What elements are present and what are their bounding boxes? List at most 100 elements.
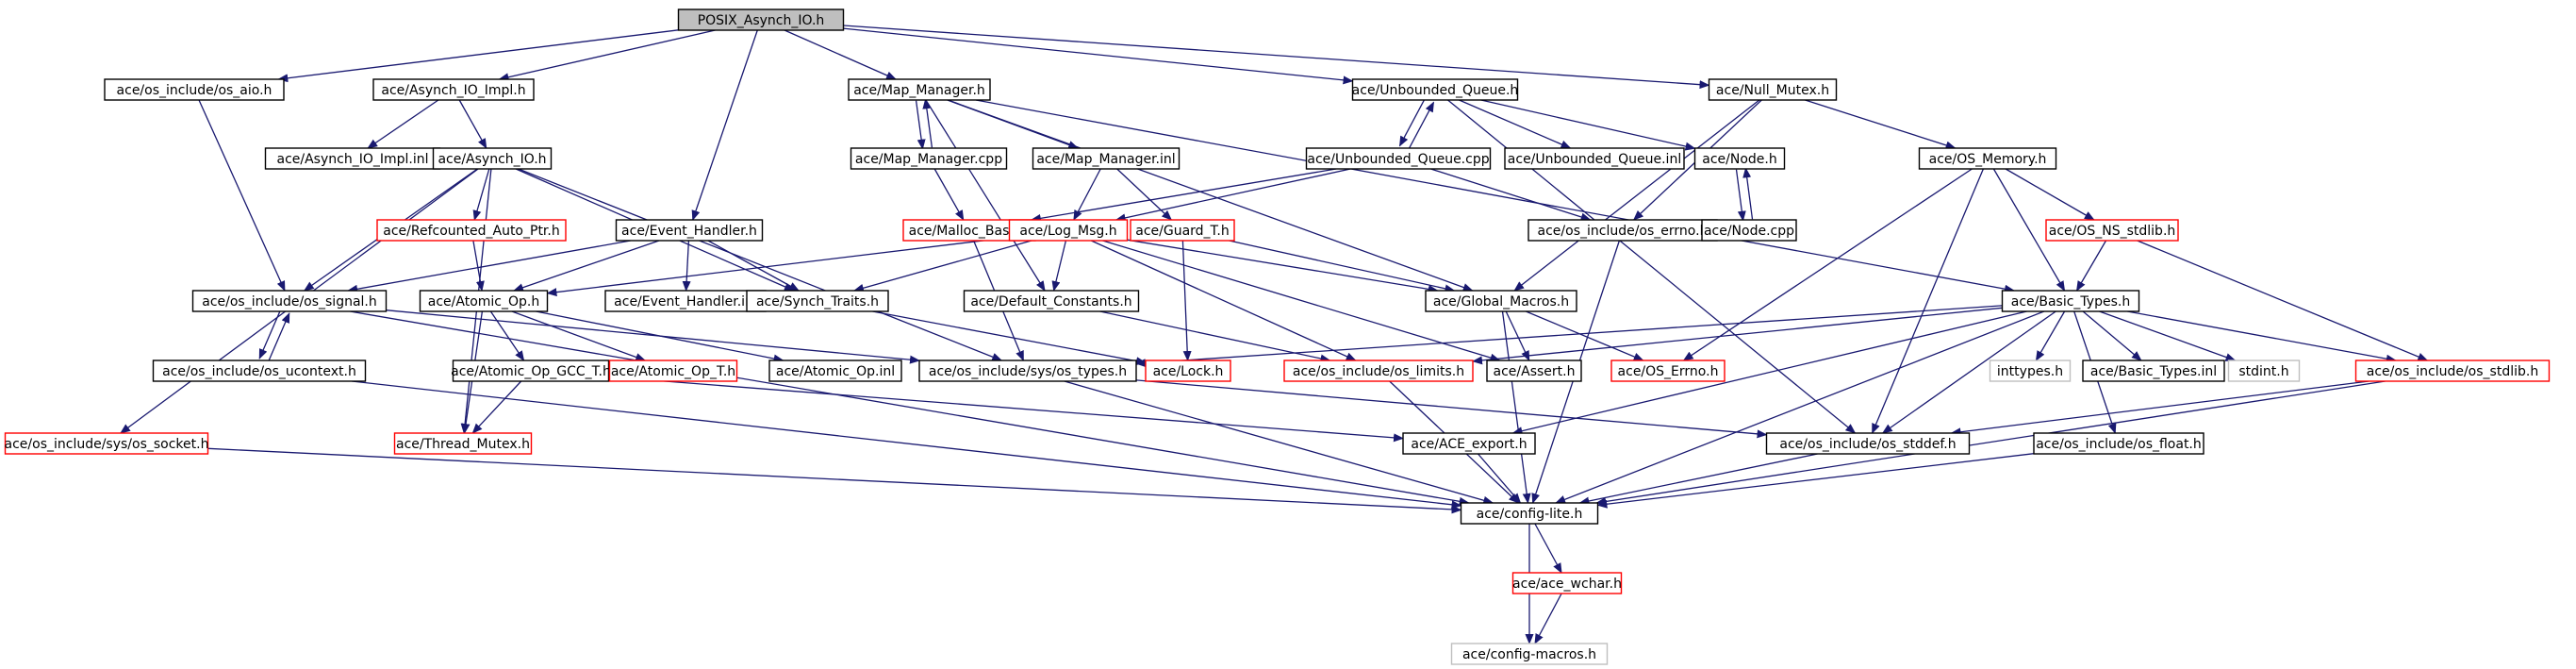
node-box <box>376 219 567 242</box>
node-assert-h[interactable]: ace/Assert.h <box>1486 360 1582 382</box>
node-inttypes[interactable]: inttypes.h <box>1989 360 2072 382</box>
edge-unbounded_queue-to-unbounded_queue_inl <box>1459 99 1572 149</box>
node-os-errno-cap[interactable]: ace/OS_Errno.h <box>1610 360 1726 382</box>
node-map-manager-cpp[interactable]: ace/Map_Manager.cpp <box>850 147 1008 170</box>
node-basic-types-inl[interactable]: ace/Basic_Types.inl <box>2082 360 2225 382</box>
node-event-handler[interactable]: ace/Event_Handler.h <box>615 219 764 242</box>
node-box <box>152 360 367 382</box>
node-posix[interactable]: POSIX_Asynch_IO.h <box>677 8 845 31</box>
edge-unbounded_queue_cpp-to-log_msg <box>1115 168 1351 223</box>
node-node-h[interactable]: ace/Node.h <box>1693 147 1786 170</box>
node-stdint[interactable]: stdint.h <box>2227 360 2301 382</box>
node-label: ace/os_include/os_ucontext.h <box>162 364 356 379</box>
edge-atomic_op-to-atomic_gcc <box>489 310 525 361</box>
edge-map_manager-to-basic_types <box>975 99 2015 293</box>
node-os-errno[interactable]: ace/os_include/os_errno.h <box>1527 219 1718 242</box>
edge-refcounted-to-atomic_op <box>472 240 485 292</box>
edge-ace_export-to-config_lite <box>1478 453 1522 504</box>
node-ace-export[interactable]: ace/ACE_export.h <box>1402 432 1536 455</box>
node-os-stddef[interactable]: ace/os_include/os_stddef.h <box>1765 432 1971 455</box>
edge-event_handler-to-event_handler_inl <box>682 240 691 292</box>
edge-map_manager_cpp-to-map_manager <box>922 98 933 148</box>
node-box <box>746 290 889 312</box>
node-label: ace/Asynch_IO_Impl.inl <box>277 152 429 167</box>
node-log-msg[interactable]: ace/Log_Msg.h <box>1008 219 1129 242</box>
edge-atomic_op-to-atomic_op_t <box>511 310 647 361</box>
node-atomic-op[interactable]: ace/Atomic_Op.h <box>419 290 549 312</box>
node-atomic-gcc[interactable]: ace/Atomic_Op_GCC_T.h <box>451 360 611 382</box>
node-os-stdlib[interactable]: ace/os_include/os_stdlib.h <box>2354 360 2551 382</box>
node-os-ucontext[interactable]: ace/os_include/os_ucontext.h <box>152 360 367 382</box>
node-label: ace/Lock.h <box>1153 364 1224 379</box>
node-label: ace/Atomic_Op.inl <box>776 364 895 379</box>
node-box <box>1486 360 1582 382</box>
node-asynch-impl-inl[interactable]: ace/Asynch_IO_Impl.inl <box>264 147 441 170</box>
node-atomic-op-t[interactable]: ace/Atomic_Op_T.h <box>608 360 738 382</box>
node-map-manager[interactable]: ace/Map_Manager.h <box>848 78 991 101</box>
node-sys-socket[interactable]: ace/os_include/sys/os_socket.h <box>5 432 209 455</box>
edge-event_handler-to-atomic_op <box>513 240 660 293</box>
edge-map_manager-to-global_macros <box>948 99 1474 292</box>
edge-log_msg-to-synch_traits <box>853 240 1032 293</box>
edge-os_stdlib-to-os_stddef <box>1950 380 2370 437</box>
node-box <box>1305 147 1492 170</box>
edge-basic_types-to-inttypes <box>2035 310 2066 361</box>
edge-posix-to-event_handler <box>691 29 758 221</box>
node-lock-h[interactable]: ace/Lock.h <box>1145 360 1231 382</box>
edge-global_macros-to-os_errno_cap <box>1526 310 1644 361</box>
node-config-lite[interactable]: ace/config-lite.h <box>1460 502 1599 525</box>
node-default-constants[interactable]: ace/Default_Constants.h <box>963 290 1140 312</box>
node-os-memory[interactable]: ace/OS_Memory.h <box>1918 147 2057 170</box>
node-synch-traits[interactable]: ace/Synch_Traits.h <box>746 290 889 312</box>
node-box <box>1765 432 1971 455</box>
node-os-ns-stdlib[interactable]: ace/OS_NS_stdlib.h <box>2045 219 2179 242</box>
node-unbounded-queue-inl[interactable]: ace/Unbounded_Queue.inl <box>1504 147 1685 170</box>
node-config-macros[interactable]: ace/config-macros.h <box>1450 643 1609 665</box>
node-refcounted[interactable]: ace/Refcounted_Auto_Ptr.h <box>376 219 567 242</box>
node-box <box>1504 147 1685 170</box>
node-os-limits[interactable]: ace/os_include/os_limits.h <box>1283 360 1474 382</box>
node-global-macros[interactable]: ace/Global_Macros.h <box>1425 290 1577 312</box>
node-asynch-io[interactable]: ace/Asynch_IO.h <box>432 147 553 170</box>
node-os-aio[interactable]: ace/os_include/os_aio.h <box>104 78 285 101</box>
edge-atomic_gcc-to-ace_export <box>608 376 1404 443</box>
node-sys-types[interactable]: ace/os_include/sys/os_types.h <box>918 360 1137 382</box>
node-ace-wchar[interactable]: ace/ace_wchar.h <box>1511 572 1623 594</box>
edge-unbounded_queue_cpp-to-os_errno <box>1430 168 1592 222</box>
node-box <box>104 78 285 101</box>
edge-basic_types-to-os_stdlib <box>2127 310 2397 363</box>
node-event-handler-inl[interactable]: ace/Event_Handler.inl <box>604 290 767 312</box>
node-thread-mutex[interactable]: ace/Thread_Mutex.h <box>393 432 533 455</box>
edge-posix-to-map_manager <box>784 29 897 80</box>
node-box <box>393 432 533 455</box>
edge-config_lite-to-ace_wchar <box>1534 523 1562 574</box>
node-os-float[interactable]: ace/os_include/os_float.h <box>2033 432 2204 455</box>
node-label: ace/OS_NS_stdlib.h <box>2049 224 2176 239</box>
node-label: ace/Refcounted_Auto_Ptr.h <box>383 224 559 239</box>
node-box <box>1989 360 2072 382</box>
node-label: ace/config-macros.h <box>1462 647 1596 662</box>
node-guard-t[interactable]: ace/Guard_T.h <box>1130 219 1235 242</box>
edges-layer <box>120 25 2429 644</box>
node-node-cpp[interactable]: ace/Node.cpp <box>1701 219 1797 242</box>
node-null-mutex[interactable]: ace/Null_Mutex.h <box>1708 78 1838 101</box>
node-os-signal[interactable]: ace/os_include/os_signal.h <box>191 290 388 312</box>
node-basic-types[interactable]: ace/Basic_Types.h <box>2001 290 2140 312</box>
edge-global_macros-to-assert_h <box>1505 310 1530 361</box>
node-unbounded-queue-cpp[interactable]: ace/Unbounded_Queue.cpp <box>1305 147 1492 170</box>
node-box <box>1145 360 1231 382</box>
node-label: ace/Default_Constants.h <box>970 294 1131 309</box>
edge-guard_t-to-global_macros <box>1229 240 1456 293</box>
node-atomic-op-inl[interactable]: ace/Atomic_Op.inl <box>768 360 902 382</box>
node-label: ace/Asynch_IO_Impl.h <box>381 83 525 98</box>
node-label: ace/ace_wchar.h <box>1512 577 1622 592</box>
node-asynch-impl[interactable]: ace/Asynch_IO_Impl.h <box>372 78 535 101</box>
node-malloc-base[interactable]: ace/Malloc_Base.h <box>902 219 1036 242</box>
node-unbounded-queue[interactable]: ace/Unbounded_Queue.h <box>1352 78 1519 101</box>
node-box <box>2354 360 2551 382</box>
edge-node_h-to-node_cpp <box>1735 169 1746 222</box>
node-box <box>615 219 764 242</box>
node-map-manager-inl[interactable]: ace/Map_Manager.inl <box>1032 147 1181 170</box>
edge-os_ucontext-to-os_signal <box>267 312 290 363</box>
